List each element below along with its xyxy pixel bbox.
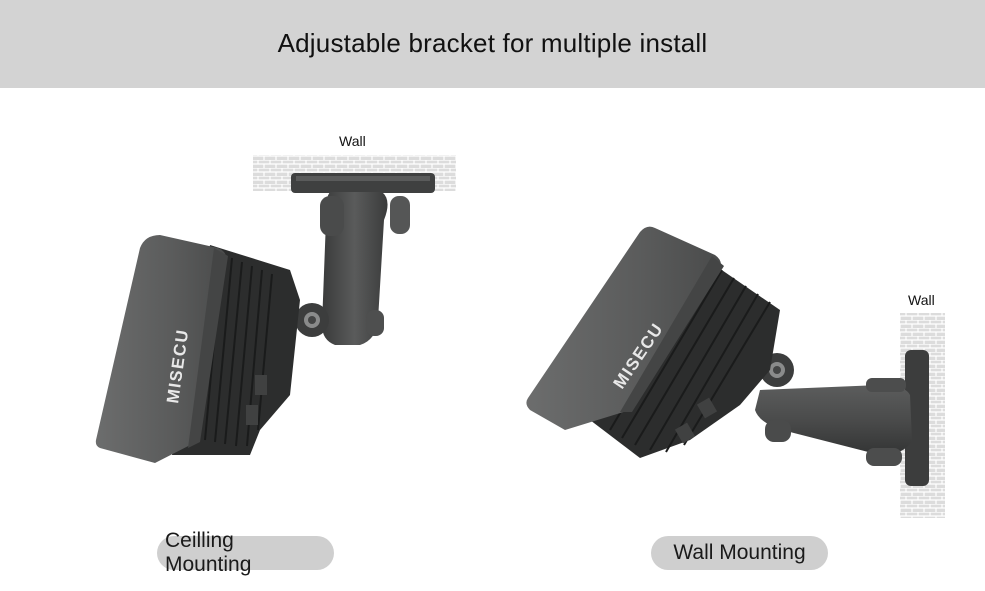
wall-side-label: Wall — [908, 292, 935, 308]
wall-mounting-caption-text: Wall Mounting — [673, 541, 806, 564]
wall-mounting-caption: Wall Mounting — [651, 536, 828, 570]
wall-camera-body — [526, 226, 721, 430]
wall-mount-scene: MISECU — [526, 226, 945, 518]
wall-bracket-arm — [755, 385, 912, 455]
ceiling-mounting-caption-text: Ceilling Mounting — [165, 529, 252, 576]
header-banner: Adjustable bracket for multiple install — [0, 0, 985, 88]
wall-base-plate — [905, 350, 929, 486]
page-title: Adjustable bracket for multiple install — [277, 28, 708, 58]
ceiling-wall-label: Wall — [339, 133, 366, 149]
ceiling-mounting-caption: Ceilling Mounting — [157, 529, 334, 576]
wall-camera-heatsink — [590, 255, 780, 458]
ceiling-mount-scene: MISECU — [95, 155, 456, 463]
